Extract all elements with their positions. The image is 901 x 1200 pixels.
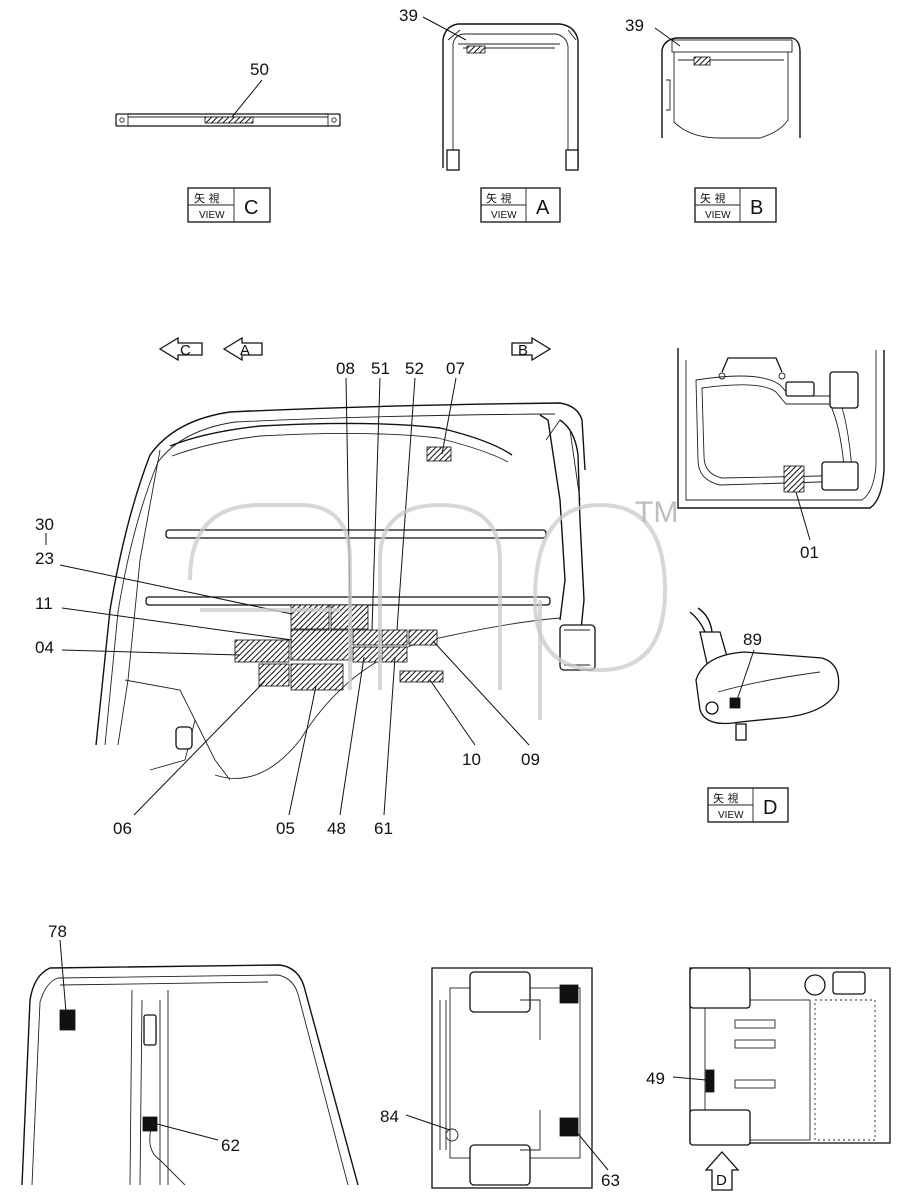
callout-04: 04 <box>35 638 54 657</box>
svg-text:A: A <box>536 197 550 219</box>
svg-text:C: C <box>244 197 258 219</box>
main-cab-drawing: 08 51 52 07 30 23 11 04 06 05 48 61 10 0… <box>35 359 596 838</box>
view-box-d: 矢 視 VIEW D <box>707 787 789 823</box>
callout-52: 52 <box>405 359 424 378</box>
callout-63: 63 <box>601 1171 620 1190</box>
svg-text:矢 視: 矢 視 <box>713 791 739 805</box>
decal-63 <box>559 1117 579 1137</box>
decal-50 <box>204 116 254 124</box>
callout-49: 49 <box>646 1069 665 1088</box>
svg-text:TM: TM <box>635 496 678 529</box>
decal-01 <box>783 465 805 493</box>
decal-06 <box>258 663 290 687</box>
callout-01: 01 <box>800 543 819 562</box>
svg-text:VIEW: VIEW <box>718 810 744 821</box>
bottom-left-frame-drawing: 78 62 <box>21 922 359 1186</box>
callout-30: 30 <box>35 515 54 534</box>
decal-04 <box>234 639 290 663</box>
callout-10: 10 <box>462 750 481 769</box>
callout-08: 08 <box>336 359 355 378</box>
door-drawing: 01 <box>677 348 885 562</box>
console-drawing: 49 <box>646 967 891 1146</box>
svg-text:矢 視: 矢 視 <box>486 191 512 205</box>
decal-48 <box>352 646 381 663</box>
decal-49 <box>705 1069 715 1093</box>
callout-11: 11 <box>35 594 53 613</box>
callout-23: 23 <box>35 549 54 568</box>
callout-39-b: 39 <box>625 16 644 35</box>
callout-78: 78 <box>48 922 67 941</box>
callout-06: 06 <box>113 819 132 838</box>
decal-07 <box>426 446 452 462</box>
decal-51 <box>352 629 381 646</box>
callout-48: 48 <box>327 819 346 838</box>
callout-05: 05 <box>276 819 295 838</box>
svg-text:矢 視: 矢 視 <box>700 191 726 205</box>
svg-text:C: C <box>180 342 191 359</box>
decal-09 <box>408 629 438 646</box>
view-box-a: 矢 視 VIEW A <box>480 187 561 223</box>
arrow-view-c: C <box>158 336 203 362</box>
decal-39-a <box>466 45 486 54</box>
decal-05 <box>290 663 344 691</box>
callout-51: 51 <box>371 359 390 378</box>
seat-base-drawing: 84 63 <box>380 967 620 1190</box>
svg-text:D: D <box>716 1172 727 1189</box>
callout-50: 50 <box>250 60 269 79</box>
callout-84: 84 <box>380 1107 399 1126</box>
callout-62: 62 <box>221 1136 240 1155</box>
watermark-logo: TM <box>188 496 678 720</box>
svg-text:矢 視: 矢 視 <box>194 191 220 205</box>
svg-text:B: B <box>518 342 528 359</box>
decal-10 <box>399 670 444 683</box>
svg-text:VIEW: VIEW <box>705 210 731 221</box>
callout-09: 09 <box>521 750 540 769</box>
decal-seat-top <box>559 984 579 1004</box>
view-b-frame-drawing: 39 <box>625 16 801 139</box>
decal-89 <box>729 697 741 709</box>
arrow-view-a: A <box>222 336 263 362</box>
joystick-drawing: 89 <box>689 607 840 741</box>
svg-text:B: B <box>750 197 763 219</box>
view-a-frame-drawing: 39 <box>399 6 579 171</box>
view-c-bar-drawing: 50 <box>115 60 341 127</box>
view-box-b: 矢 視 VIEW B <box>694 187 777 223</box>
arrow-view-b: B <box>511 336 552 362</box>
callout-61: 61 <box>374 819 393 838</box>
decal-78 <box>59 1009 76 1031</box>
svg-text:VIEW: VIEW <box>491 210 517 221</box>
svg-text:VIEW: VIEW <box>199 210 225 221</box>
callout-07: 07 <box>446 359 465 378</box>
svg-text:A: A <box>240 342 250 359</box>
decal-52 <box>381 629 408 646</box>
view-box-c: 矢 視 VIEW C <box>187 187 271 223</box>
decal-11 <box>290 629 352 661</box>
decal-39-b <box>693 56 711 66</box>
arrow-view-d: D <box>704 1151 740 1191</box>
callout-39-a: 39 <box>399 6 418 25</box>
callout-89: 89 <box>743 630 762 649</box>
svg-text:D: D <box>763 797 777 819</box>
decal-62 <box>142 1116 158 1132</box>
